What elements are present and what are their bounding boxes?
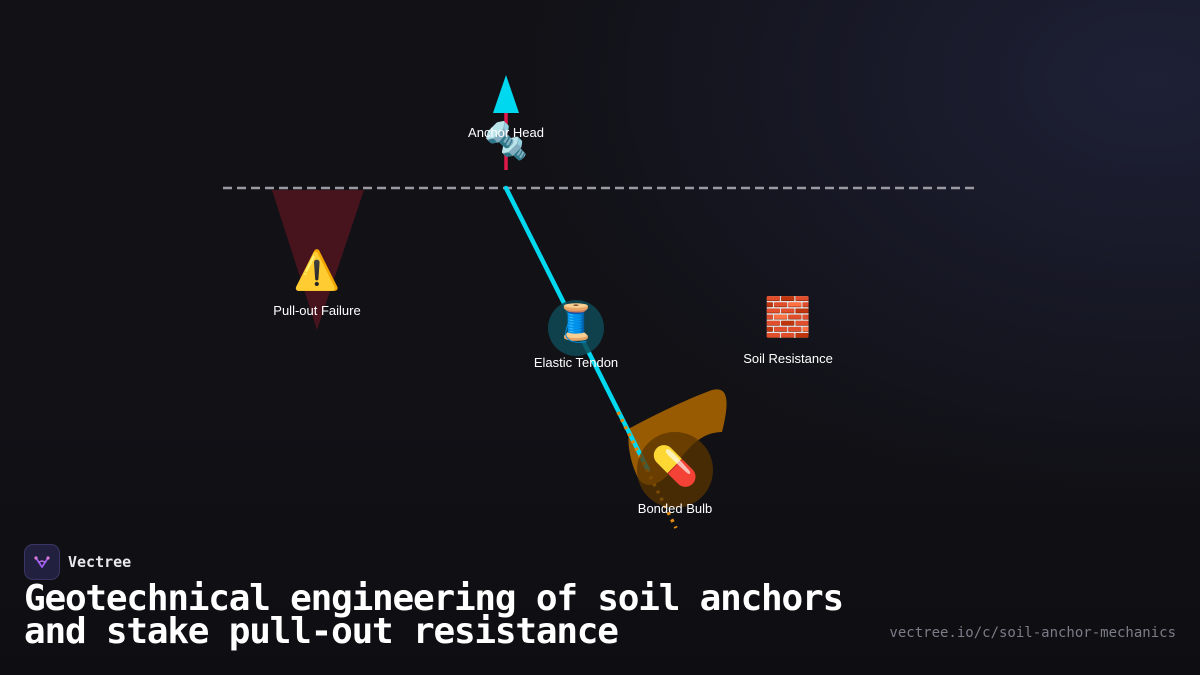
soil-resistance-label: Soil Resistance: [743, 351, 833, 366]
thread-spool-icon: 🧵: [553, 303, 599, 344]
brand: Vectree: [24, 544, 131, 580]
title-line-1: Geotechnical engineering of soil anchors: [24, 578, 844, 619]
vectree-logo-icon: [24, 544, 60, 580]
elastic-tendon-label: Elastic Tendon: [533, 355, 619, 370]
tendon-node-halo: [548, 300, 604, 356]
pull-force-arrow: [493, 75, 519, 113]
brick-wall-icon: 🧱: [764, 295, 812, 339]
pullout-failure-label: Pull-out Failure: [273, 303, 361, 318]
pill-icon: 💊: [651, 444, 699, 488]
anchor-head-label: Anchor Head: [468, 125, 544, 140]
page-title: Geotechnical engineering of soil anchors…: [24, 578, 844, 652]
title-line-2: and stake pull-out resistance: [24, 611, 619, 652]
warning-icon: ⚠️: [293, 248, 341, 292]
bonded-bulb-label: Bonded Bulb: [637, 501, 713, 516]
source-url[interactable]: vectree.io/c/soil-anchor-mechanics: [889, 625, 1176, 641]
nut-and-bolt-icon: 🔩: [483, 121, 529, 162]
brand-name: Vectree: [68, 553, 132, 571]
failure-cone: [272, 190, 364, 330]
bulb-node-halo: [637, 432, 713, 508]
